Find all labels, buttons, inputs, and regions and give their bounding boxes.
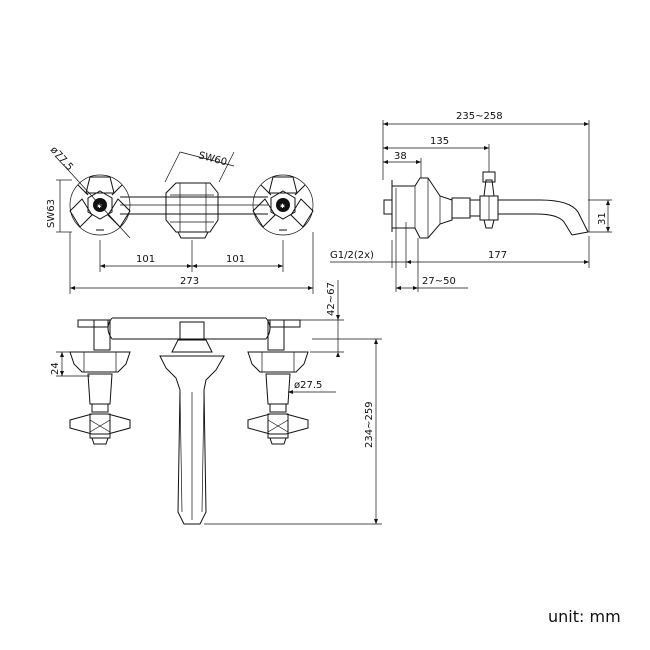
dim-handle-height: SW63 — [46, 179, 72, 233]
unit-label: unit: mm — [548, 607, 621, 626]
handle-diameter-label: ø77.5 — [48, 145, 75, 173]
front-connecting-pipe — [120, 196, 268, 215]
dim-wall-depth: 27~50 — [395, 238, 468, 292]
left-spacing-label: 101 — [136, 254, 155, 265]
front-spout-body — [165, 182, 219, 239]
side-view: 235~258 135 38 31 G1/2(2x — [330, 111, 612, 292]
dim-thread: G1/2(2x) — [330, 222, 407, 268]
dim-spout-wrench: SW60 — [164, 150, 235, 183]
front-view: ✱ ✱ ø77.5 — [46, 145, 314, 294]
handle-height-label: SW63 — [46, 199, 57, 228]
dim-flange-depth: 38 — [383, 151, 422, 178]
dim-total-length: 235~258 — [382, 111, 590, 232]
svg-text:✱: ✱ — [97, 203, 102, 210]
spout-drop-label: 234~259 — [364, 401, 375, 448]
elevation-left-valve — [69, 319, 131, 445]
dim-elev-flange-depth: 42~67 — [300, 280, 344, 357]
dim-handle-spacing: 101 101 — [99, 240, 284, 272]
spout-length-label: 177 — [488, 250, 507, 261]
spout-wrench-label: SW60 — [197, 150, 228, 168]
elev-flange-depth-label: 42~67 — [326, 282, 337, 316]
right-spacing-label: 101 — [226, 254, 245, 265]
svg-text:✱: ✱ — [280, 203, 285, 210]
dim-spout-length: 177 — [406, 236, 590, 268]
dim-escutcheon-diameter: ø27.5 — [288, 380, 336, 394]
dim-spout-drop: 234~259 — [204, 338, 382, 525]
total-length-label: 235~258 — [456, 111, 503, 122]
handle-reach-label: 135 — [430, 136, 449, 147]
escutcheon-diameter-label: ø27.5 — [294, 380, 322, 391]
dim-spout-height: 31 — [588, 199, 612, 233]
spout-height-label: 31 — [597, 212, 608, 225]
dim-handle-reach: 135 — [383, 136, 490, 172]
escutcheon-height-label: 24 — [50, 362, 61, 375]
side-handle — [451, 171, 499, 229]
side-spout — [498, 199, 589, 236]
wall-depth-label: 27~50 — [422, 276, 456, 287]
overall-width-label: 273 — [180, 276, 199, 287]
elevation-spout — [159, 321, 225, 525]
elevation-right-valve — [247, 319, 309, 445]
elevation-cross-pipe — [107, 317, 271, 340]
side-body — [391, 177, 453, 239]
side-wall — [383, 180, 397, 240]
flange-depth-label: 38 — [394, 151, 407, 162]
dim-escutcheon-height: 24 — [50, 351, 90, 377]
thread-label: G1/2(2x) — [330, 250, 374, 261]
dim-overall-width: 273 — [69, 232, 314, 294]
elevation-view: 42~67 24 ø27.5 234~259 — [50, 280, 382, 525]
front-right-handle: ✱ — [252, 174, 314, 236]
